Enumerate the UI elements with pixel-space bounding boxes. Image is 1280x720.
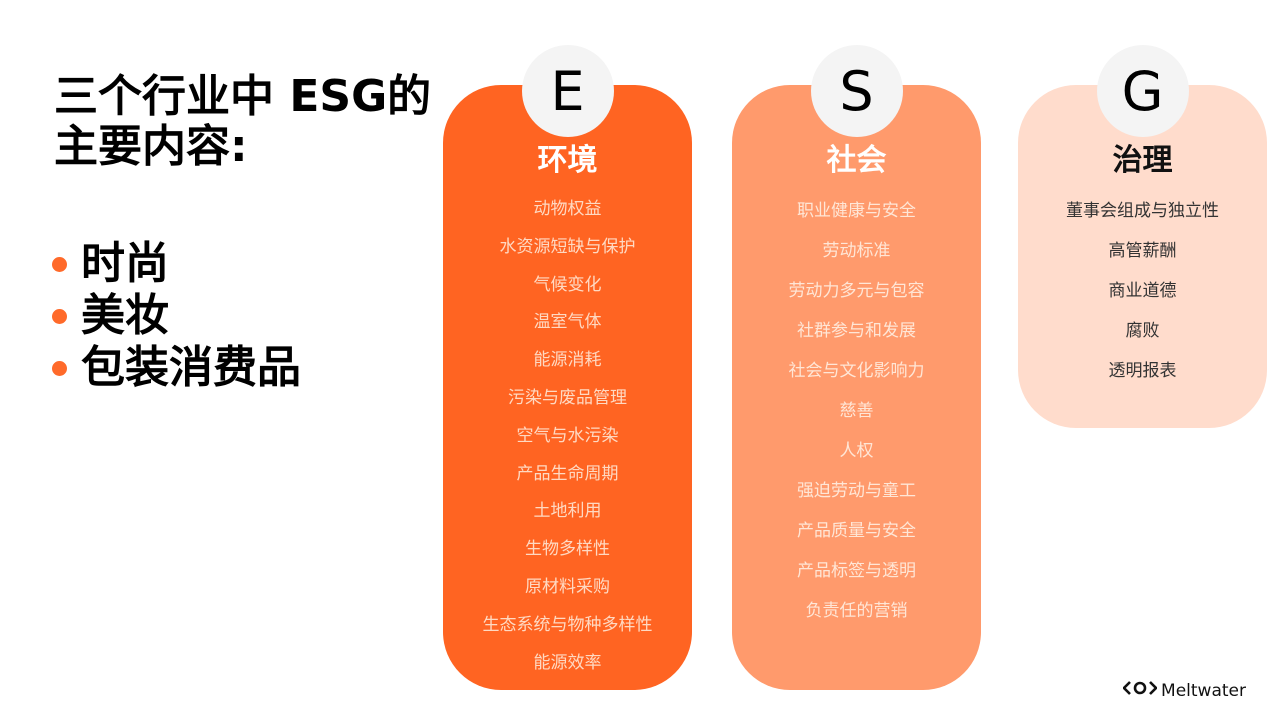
brand-name: Meltwater — [1161, 680, 1246, 701]
list-item: 腐败 — [1125, 321, 1160, 341]
governance-items: 董事会组成与独立性 高管薪酬 商业道德 腐败 透明报表 — [1018, 191, 1267, 391]
list-item: 原材料采购 — [525, 576, 610, 597]
list-item: 社会与文化影响力 — [788, 361, 925, 381]
list-item: 高管薪酬 — [1108, 241, 1177, 261]
social-title: 社会 — [826, 143, 887, 178]
list-item: 透明报表 — [1108, 361, 1177, 381]
list-item: 慈善 — [839, 401, 874, 421]
title-line-1: 三个行业中 ESG的 — [54, 71, 432, 122]
social-items: 职业健康与安全 劳动标准 劳动力多元与包容 社群参与和发展 社会与文化影响力 慈… — [732, 191, 981, 631]
list-item: 产品生命周期 — [516, 463, 619, 484]
list-item: 污染与废品管理 — [508, 387, 627, 408]
list-item: 生态系统与物种多样性 — [482, 614, 653, 635]
list-item: 产品标签与透明 — [797, 561, 916, 581]
governance-letter-badge: G — [1096, 45, 1189, 137]
list-item: 负责任的营销 — [805, 601, 908, 621]
list-item: 能源效率 — [533, 652, 602, 673]
industry-item: 时尚 — [52, 238, 301, 290]
list-item: 空气与水污染 — [516, 425, 619, 446]
industry-label: 包装消费品 — [81, 342, 301, 393]
list-item: 水资源短缺与保护 — [499, 236, 636, 257]
governance-card: G 治理 董事会组成与独立性 高管薪酬 商业道德 腐败 透明报表 — [1018, 45, 1267, 428]
list-item: 温室气体 — [533, 312, 602, 333]
bullet-dot-icon — [52, 308, 67, 324]
industry-label: 时尚 — [81, 238, 169, 289]
meltwater-logo-icon — [1122, 680, 1161, 701]
environment-letter-badge: E — [521, 45, 614, 137]
list-item: 社群参与和发展 — [797, 321, 916, 341]
slide-title: 三个行业中 ESG的 主要内容: — [54, 72, 431, 172]
list-item: 土地利用 — [533, 501, 602, 522]
title-line-2: 主要内容: — [54, 121, 248, 172]
list-item: 董事会组成与独立性 — [1066, 201, 1219, 221]
social-card: S 社会 职业健康与安全 劳动标准 劳动力多元与包容 社群参与和发展 社会与文化… — [732, 45, 981, 690]
social-letter-badge: S — [810, 45, 903, 137]
list-item: 职业健康与安全 — [797, 201, 916, 221]
governance-title: 治理 — [1112, 143, 1173, 178]
list-item: 能源消耗 — [533, 350, 602, 371]
industry-item: 美妆 — [52, 290, 301, 342]
list-item: 人权 — [839, 441, 874, 461]
industry-item: 包装消费品 — [52, 342, 301, 394]
environment-items: 动物权益 水资源短缺与保护 气候变化 温室气体 能源消耗 污染与废品管理 空气与… — [443, 191, 692, 682]
list-item: 强迫劳动与童工 — [797, 481, 916, 501]
list-item: 生物多样性 — [525, 539, 610, 560]
list-item: 产品质量与安全 — [797, 521, 916, 541]
list-item: 劳动标准 — [822, 241, 891, 261]
industry-label: 美妆 — [81, 290, 169, 341]
environment-title: 环境 — [537, 143, 598, 178]
list-item: 气候变化 — [533, 274, 602, 295]
environment-card: E 环境 动物权益 水资源短缺与保护 气候变化 温室气体 能源消耗 污染与废品管… — [443, 45, 692, 690]
list-item: 商业道德 — [1108, 281, 1177, 301]
brand-logo: Meltwater — [1122, 680, 1246, 701]
bullet-dot-icon — [52, 256, 67, 272]
list-item: 动物权益 — [533, 199, 602, 219]
list-item: 劳动力多元与包容 — [788, 281, 925, 301]
bullet-dot-icon — [52, 360, 67, 376]
industry-list: 时尚 美妆 包装消费品 — [52, 238, 301, 394]
